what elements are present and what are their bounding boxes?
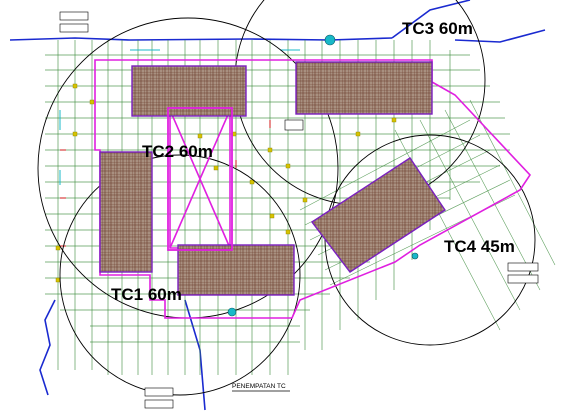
axis-tag	[284, 119, 304, 131]
column	[285, 229, 291, 235]
tc2-label: TC2 60m	[142, 142, 213, 161]
service-line-top	[9, 37, 393, 41]
column	[249, 179, 255, 185]
column	[72, 131, 78, 137]
crane-blocks	[99, 61, 446, 296]
column	[391, 117, 397, 123]
column	[267, 147, 273, 153]
column	[302, 197, 308, 203]
core-frame-rect	[167, 107, 233, 251]
axis-tag	[507, 274, 539, 284]
core-diagonal-2	[169, 109, 231, 249]
column	[355, 131, 361, 137]
core-frame	[167, 107, 233, 251]
axis-tag	[507, 262, 539, 272]
tc4-block	[310, 157, 446, 273]
axis-tag	[59, 23, 89, 33]
tc4-mast	[411, 252, 419, 260]
tc1-label: TC1 60m	[111, 285, 182, 304]
drawing-title: PENEMPATAN TC	[232, 383, 286, 390]
diag-axis-9	[469, 99, 556, 266]
service-line-diagonal	[391, 0, 471, 39]
diag-axis-1	[299, 119, 471, 211]
column-markers	[55, 83, 397, 283]
axis-tag	[144, 399, 174, 409]
column	[89, 99, 95, 105]
service-line-right-top	[454, 29, 546, 43]
axis-tag	[144, 387, 174, 397]
tc3-block	[295, 61, 433, 115]
axis-tag	[59, 11, 89, 21]
column	[285, 163, 291, 169]
column	[55, 245, 61, 251]
tc1-mast	[227, 307, 237, 317]
tc3-label: TC3 60m	[402, 19, 473, 38]
column	[55, 277, 61, 283]
tc1-block-bottom	[177, 244, 295, 296]
tc3-mast	[324, 34, 336, 46]
tc4-label: TC4 45m	[444, 237, 515, 256]
column	[269, 213, 275, 219]
service-line-left	[39, 299, 56, 396]
column	[213, 165, 219, 171]
tc1-radius-circle	[59, 154, 301, 396]
diag-axis-7	[419, 119, 521, 311]
column	[72, 83, 78, 89]
column	[197, 133, 203, 139]
crane-masts	[227, 34, 419, 317]
axis-tags	[59, 11, 539, 409]
tc1-block-left	[99, 151, 153, 273]
